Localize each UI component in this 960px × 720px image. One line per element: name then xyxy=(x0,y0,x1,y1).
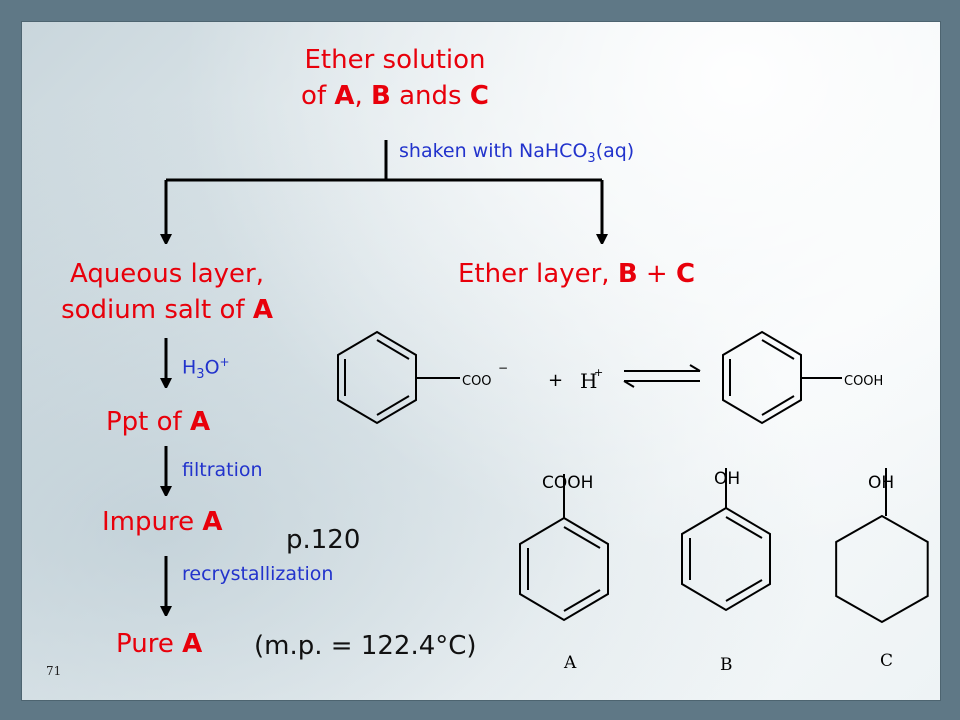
coo-label: COO xyxy=(462,374,492,389)
equilibrium-equation: COO − + H + COOH xyxy=(337,330,883,425)
node-aqueous-layer: Aqueous layer, sodium salt of A xyxy=(34,256,300,328)
structure-c-group: OH xyxy=(868,473,894,493)
step-filtration: filtration xyxy=(182,459,263,481)
benzoate-ring xyxy=(337,330,417,425)
page-reference: p.120 xyxy=(286,525,361,555)
equation-plus: + xyxy=(548,370,563,391)
node-ether-layer: Ether layer, B + C xyxy=(458,259,696,289)
proton-label: H xyxy=(580,369,597,393)
node-ether-solution-line1: Ether solution xyxy=(304,45,486,75)
step-shake: shaken with NaHCO3(aq) xyxy=(399,140,635,166)
coo-charge: − xyxy=(498,361,508,375)
slide-number: 71 xyxy=(46,664,62,678)
node-impure: Impure A xyxy=(102,507,223,537)
benzoate-ring-inner xyxy=(376,339,410,360)
slide: Ether solution of A, B ands C shaken wit… xyxy=(22,22,940,700)
node-ppt: Ppt of A xyxy=(106,407,211,437)
structure-b-group: OH xyxy=(714,469,740,489)
structure-a-group: COOH xyxy=(542,473,593,493)
structure-a-label: A xyxy=(563,653,577,673)
step-recrystallization: recrystallization xyxy=(182,563,334,585)
flow-arrows xyxy=(22,140,940,700)
step-acidify: H3O+ xyxy=(182,355,230,383)
cooh-label: COOH xyxy=(844,374,883,389)
node-ether-solution: Ether solution of A, B ands C xyxy=(270,42,520,114)
benzoic-acid-ring xyxy=(722,330,802,425)
structure-c-label: C xyxy=(880,651,893,671)
node-aqueous-line1: Aqueous layer, xyxy=(70,259,264,289)
node-aqueous-line2: sodium salt of A xyxy=(61,295,273,325)
structure-a-ring xyxy=(519,516,609,622)
structure-b-ring xyxy=(681,506,771,612)
structures-abc: COOH A OH B OH C xyxy=(519,468,929,675)
proton-charge: + xyxy=(594,366,603,379)
melting-point: (m.p. = 122.4°C) xyxy=(254,631,477,661)
structure-b-label: B xyxy=(720,655,733,675)
node-ether-solution-line2: of A, B ands C xyxy=(301,81,489,111)
node-pure: Pure A xyxy=(116,629,203,659)
structure-c-ring xyxy=(835,514,929,624)
